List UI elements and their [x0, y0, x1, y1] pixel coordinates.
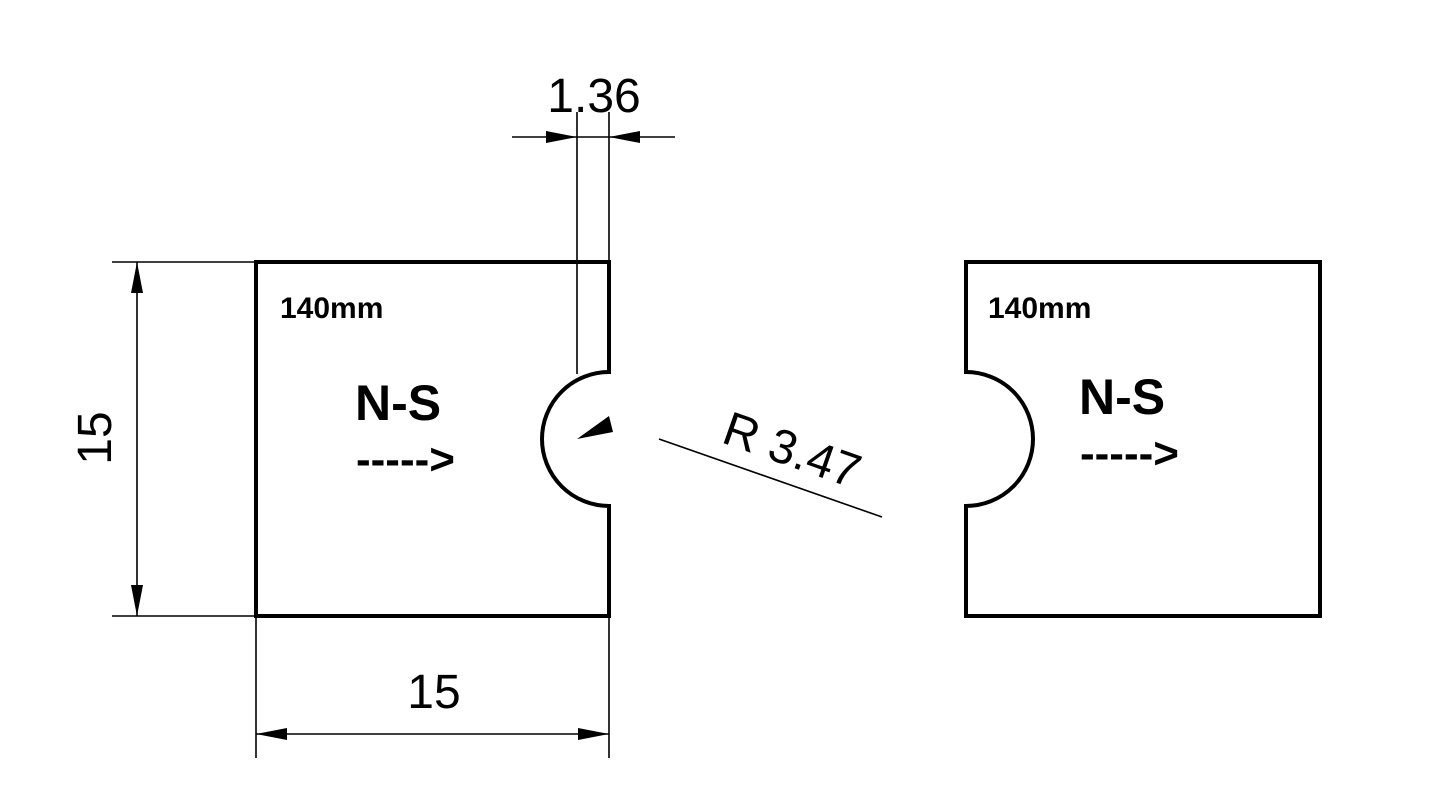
- notch-arrow-right: [609, 131, 640, 143]
- width-value: 15: [407, 666, 460, 719]
- right-direction-arrow: ----->: [1080, 429, 1179, 478]
- right-specimen-outline: [964, 260, 1322, 618]
- right-length-label: 140mm: [988, 292, 1091, 325]
- notch-depth-dimension: 1.36: [512, 70, 675, 374]
- left-specimen-outline: [254, 260, 611, 618]
- left-direction-arrow: ----->: [356, 435, 455, 484]
- height-arrow-bottom: [131, 585, 143, 616]
- width-dimension: 15: [255, 616, 610, 758]
- width-arrow-right: [578, 728, 609, 740]
- height-dimension: 15: [69, 261, 256, 617]
- notch-arrow-left: [546, 131, 577, 143]
- radius-dimension: R 3.47: [577, 402, 883, 518]
- left-orientation-label: N-S: [355, 375, 441, 431]
- height-value: 15: [69, 411, 122, 464]
- left-length-label: 140mm: [280, 292, 383, 325]
- height-arrow-top: [131, 262, 143, 293]
- notch-depth-value: 1.36: [547, 70, 640, 123]
- width-arrow-left: [256, 728, 287, 740]
- radius-value: R 3.47: [716, 402, 867, 499]
- radius-arrow: [577, 416, 613, 439]
- right-orientation-label: N-S: [1079, 369, 1165, 425]
- radius-leader-line: [658, 438, 883, 518]
